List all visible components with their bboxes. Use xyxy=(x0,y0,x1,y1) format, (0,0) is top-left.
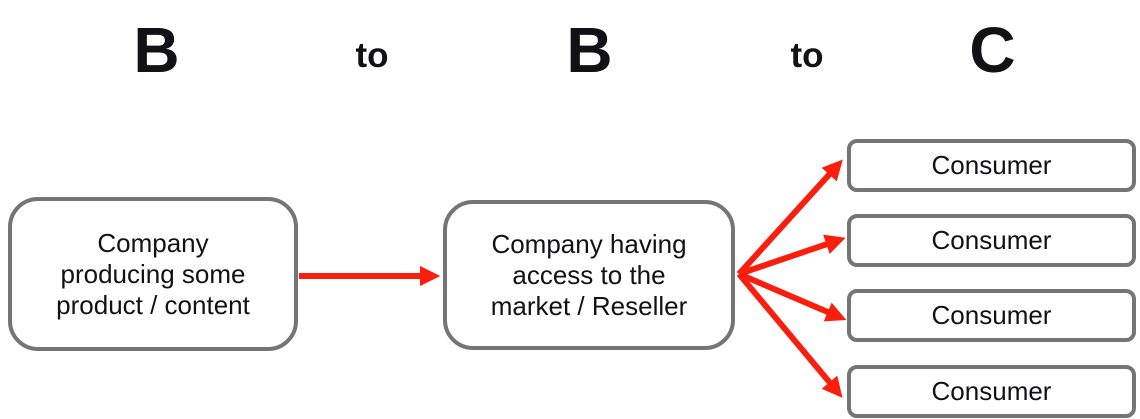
reseller-box: Company having access to the market / Re… xyxy=(443,200,735,350)
header-to-left: to xyxy=(355,36,389,75)
producer-box: Company producing some product / content xyxy=(8,197,298,351)
consumer-box-2: Consumer xyxy=(847,214,1136,267)
consumer-box-1: Consumer xyxy=(847,139,1136,192)
reseller-label-line1: Company having xyxy=(491,228,687,259)
arrow-reseller-to-consumer-4 xyxy=(736,272,843,398)
consumer-box-4: Consumer xyxy=(847,365,1136,418)
consumer-label-3: Consumer xyxy=(931,300,1052,330)
consumer-box-3: Consumer xyxy=(847,289,1136,342)
arrow-reseller-to-consumer-2 xyxy=(738,234,846,277)
producer-label: Company producing some product / content xyxy=(56,228,250,321)
header-to-right: to xyxy=(790,36,824,75)
header-b-left: B xyxy=(133,14,181,86)
arrow-reseller-to-consumer-3 xyxy=(737,271,847,322)
header-b-middle: B xyxy=(566,14,614,86)
producer-label-line1: Company xyxy=(97,227,209,258)
reseller-label: Company having access to the market / Re… xyxy=(491,229,688,322)
consumer-label-2: Consumer xyxy=(931,225,1052,255)
consumer-label-1: Consumer xyxy=(931,150,1052,180)
producer-label-line3: product / content xyxy=(56,289,250,320)
arrow-reseller-to-consumer-1 xyxy=(736,159,843,277)
header-c: C xyxy=(969,14,1017,86)
producer-label-line2: producing some xyxy=(60,258,246,289)
consumer-label-4: Consumer xyxy=(931,376,1052,406)
reseller-label-line3: market / Reseller xyxy=(490,290,688,321)
reseller-label-line2: access to the xyxy=(512,259,666,290)
